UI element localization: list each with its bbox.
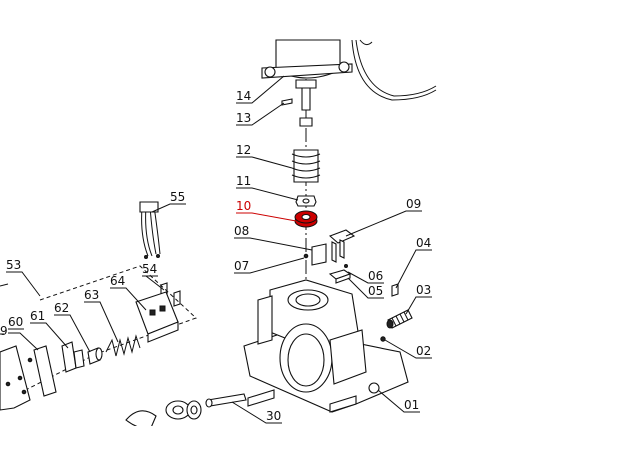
callout-60: 60	[8, 315, 23, 329]
part-shaft	[205, 393, 247, 408]
callout-62: 62	[54, 301, 69, 315]
part-bracket	[328, 229, 356, 263]
callout-30: 30	[266, 409, 281, 423]
callout-02: 02	[416, 344, 431, 358]
bottom-margin	[0, 426, 618, 464]
part-key	[281, 98, 293, 106]
part-board	[33, 345, 57, 397]
part-connector-block	[135, 291, 179, 343]
part-spring	[105, 334, 141, 357]
part-bearing-highlighted	[294, 210, 318, 228]
part-left-board	[0, 345, 33, 411]
callout-59: 9	[0, 324, 8, 338]
part-motor	[261, 39, 437, 111]
callout-11: 11	[236, 174, 251, 188]
callout-63: 63	[84, 288, 99, 302]
callouts: 14 13 12 11 10 09 08 07 06 05 04 03 02 0…	[0, 89, 432, 424]
part-nut	[295, 195, 317, 207]
part-pin	[303, 253, 309, 259]
callout-07: 07	[234, 259, 249, 273]
part-cable	[139, 201, 161, 259]
callout-04: 04	[416, 236, 431, 250]
callout-54: 54	[142, 262, 157, 276]
callout-08: 08	[234, 224, 249, 238]
callout-12: 12	[236, 143, 251, 157]
callout-55: 55	[170, 190, 185, 204]
callout-03: 03	[416, 283, 431, 297]
callout-01: 01	[404, 398, 419, 412]
part-worm-gear	[291, 117, 321, 183]
callout-06: 06	[368, 269, 383, 283]
callout-14: 14	[236, 89, 251, 103]
callout-10: 10	[236, 199, 251, 213]
part-screw	[380, 336, 386, 342]
part-threaded-cylinder	[386, 309, 413, 329]
callout-53: 53	[6, 258, 21, 272]
part-plate	[311, 243, 327, 266]
part-housing	[243, 279, 409, 413]
part-switch	[328, 264, 352, 284]
callout-13: 13	[236, 111, 251, 125]
callout-64: 64	[110, 274, 125, 288]
part-sleeve	[87, 347, 103, 365]
callout-05: 05	[368, 284, 383, 298]
part-clip	[61, 341, 85, 373]
callout-61: 61	[30, 309, 45, 323]
part-lower-bearings	[125, 400, 202, 431]
callout-09: 09	[406, 197, 421, 211]
